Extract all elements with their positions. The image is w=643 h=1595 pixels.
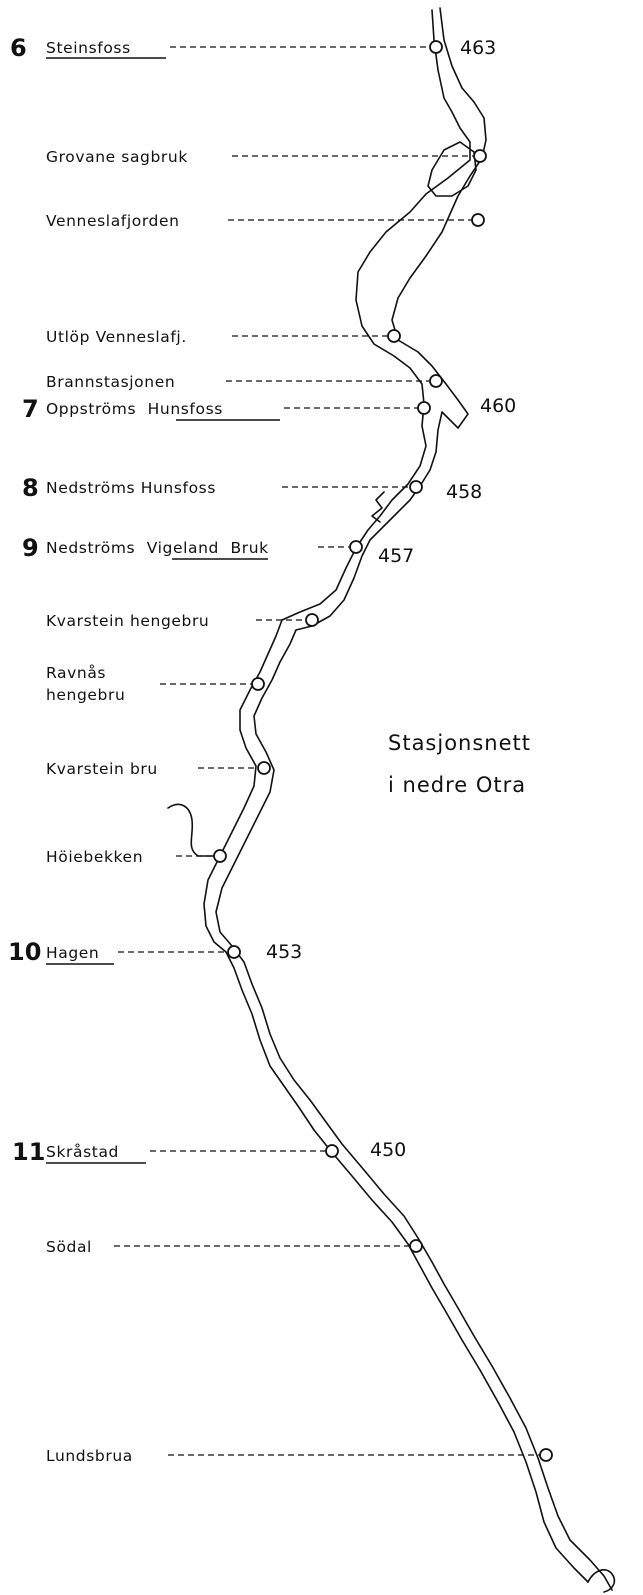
label-steinsfoss[interactable]: Steinsfoss [46,39,131,57]
marker-venneslafjorden[interactable] [471,213,485,227]
marker-ravnas[interactable] [251,677,265,691]
marker-brannstasjonen[interactable] [429,374,443,388]
label-nedstroms-hunsfoss[interactable]: Nedströms Hunsfoss [46,479,216,497]
river-east-bank [215,7,613,1591]
marker-oppstroms[interactable] [417,401,431,415]
station-number-6: 6 [10,34,27,62]
leader-lines [114,46,540,1456]
label-vigeland[interactable]: Nedströms Vigeland Bruk [46,539,269,557]
elevation-labels: 463 460 458 457 453 450 [266,37,516,1161]
marker-kvarstein-hengebru[interactable] [305,613,319,627]
label-utlop[interactable]: Utlöp Venneslafj. [46,328,187,346]
river-otra [167,7,616,1593]
elevation-hagen: 453 [266,941,302,963]
label-sodal[interactable]: Södal [46,1238,92,1256]
river-rapids [371,491,385,523]
marker-hoiebekken[interactable] [213,849,227,863]
station-numbers: 6 7 8 9 10 11 [8,34,45,1166]
marker-lundsbrua[interactable] [539,1448,553,1462]
marker-sodal[interactable] [409,1239,423,1253]
label-grovane[interactable]: Grovane sagbruk [46,148,188,166]
station-number-11: 11 [12,1138,45,1166]
river-island [427,141,477,197]
map-title-line2: i nedre Otra [388,773,526,797]
map-title-line1: Stasjonsnett [388,731,531,755]
label-lundsbrua[interactable]: Lundsbrua [46,1447,133,1465]
elevation-skrastad: 450 [370,1139,406,1161]
elevation-steinsfoss: 463 [460,37,496,59]
elevation-vigeland: 457 [378,545,414,567]
station-markers [213,40,553,1462]
label-ravnas-line2[interactable]: hengebru [46,686,125,704]
marker-grovane[interactable] [473,149,487,163]
label-vigeland-prefix: Nedströms [46,539,135,557]
map-title: Stasjonsnett i nedre Otra [388,731,531,797]
label-ravnas-line1[interactable]: Ravnås [46,664,106,682]
station-labels: Steinsfoss Grovane sagbruk Venneslafjord… [46,39,280,1465]
label-brannstasjonen[interactable]: Brannstasjonen [46,373,175,391]
marker-steinsfoss[interactable] [429,40,443,54]
marker-vigeland[interactable] [349,540,363,554]
label-oppstroms[interactable]: Oppströms Hunsfoss [46,400,223,418]
elevation-nedstroms-hunsfoss: 458 [446,481,482,503]
marker-kvarstein-bru[interactable] [257,761,271,775]
label-vigeland-suffix: Bruk [231,539,269,557]
tributary-hoiebekken [167,803,219,857]
label-kvarstein-hengebru[interactable]: Kvarstein hengebru [46,612,209,630]
station-number-9: 9 [22,534,39,562]
label-venneslafjorden[interactable]: Venneslafjorden [46,212,180,230]
marker-hagen[interactable] [227,945,241,959]
label-oppstroms-prefix: Oppströms [46,400,136,418]
marker-nedstroms-hunsfoss[interactable] [409,480,423,494]
label-hoiebekken[interactable]: Höiebekken [46,848,143,866]
station-number-7: 7 [22,395,39,423]
label-vigeland-main: Vigeland [147,539,219,557]
label-skrastad[interactable]: Skråstad [46,1143,119,1161]
label-oppstroms-main: Hunsfoss [148,400,223,418]
marker-utlop[interactable] [387,329,401,343]
station-number-10: 10 [8,938,41,966]
station-number-8: 8 [22,474,39,502]
elevation-oppstroms: 460 [480,395,516,417]
label-hagen[interactable]: Hagen [46,944,99,962]
marker-skrastad[interactable] [325,1144,339,1158]
label-kvarstein-bru[interactable]: Kvarstein bru [46,760,158,778]
river-mouth [587,1569,616,1593]
